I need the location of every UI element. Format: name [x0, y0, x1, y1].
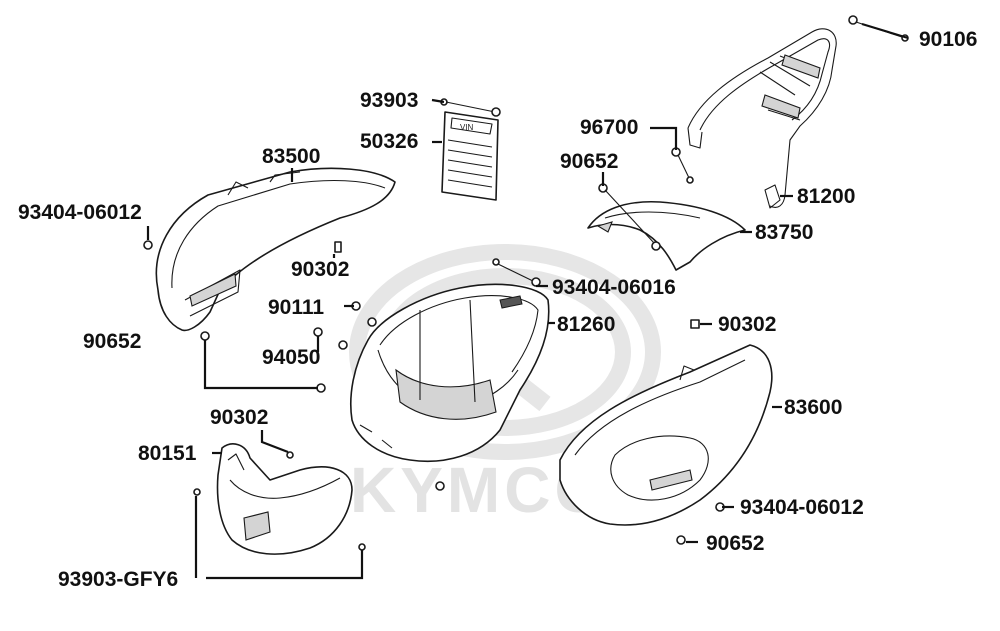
- part-label-50326: 50326: [360, 130, 418, 153]
- leader-lines: [146, 22, 909, 580]
- part-label-93404-06012-right: 93404-06012: [740, 496, 864, 519]
- part-80151-front-inner: [216, 443, 353, 555]
- part-label-93903: 93903: [360, 89, 418, 112]
- part-label-83500: 83500: [262, 145, 320, 168]
- screw-icon: [313, 327, 348, 350]
- screw-icon: [435, 481, 445, 491]
- svg-text:VIN: VIN: [460, 123, 474, 132]
- part-label-90302-mid: 90302: [291, 258, 349, 281]
- part-label-90302-lower: 90302: [210, 406, 268, 429]
- part-label-90111: 90111: [268, 296, 324, 319]
- screw-icon: [440, 98, 501, 117]
- part-83500-left-cover: [155, 167, 396, 332]
- screw-icon: [671, 147, 694, 184]
- screw-icon: [334, 241, 342, 253]
- part-label-93903-gfy6: 93903-GFY6: [58, 568, 178, 591]
- screw-icon: [286, 451, 294, 459]
- screw-icon: [598, 183, 661, 251]
- part-50326-vin-plate: VIN: [441, 111, 499, 201]
- screw-icon: [351, 301, 377, 327]
- part-label-93404-06012-left: 93404-06012: [18, 201, 142, 224]
- part-label-90652-upper: 90652: [560, 150, 618, 173]
- part-label-81260: 81260: [557, 313, 615, 336]
- part-81260-helmet-box: [349, 283, 550, 463]
- part-label-81200: 81200: [797, 185, 855, 208]
- part-label-96700: 96700: [580, 116, 638, 139]
- screw-icon: [676, 535, 686, 545]
- part-label-90652-lower: 90652: [706, 532, 764, 555]
- part-81200-rear-carrier: [687, 28, 837, 209]
- part-label-83600: 83600: [784, 396, 842, 419]
- part-labels: 90106 93903 50326 96700 83500 90652 8120…: [18, 28, 977, 591]
- part-label-90106: 90106: [919, 28, 977, 51]
- part-label-93404-06016: 93404-06016: [552, 276, 676, 299]
- part-label-94050: 94050: [262, 346, 320, 369]
- part-label-90302-right: 90302: [718, 313, 776, 336]
- screw-icon: [143, 240, 153, 250]
- part-83600-right-cover: [559, 344, 773, 526]
- part-label-80151: 80151: [138, 442, 197, 465]
- screw-icon: [690, 319, 700, 329]
- part-label-83750: 83750: [755, 221, 813, 244]
- part-label-90652-left: 90652: [83, 330, 141, 353]
- part-83750-rear-panel: [587, 200, 746, 271]
